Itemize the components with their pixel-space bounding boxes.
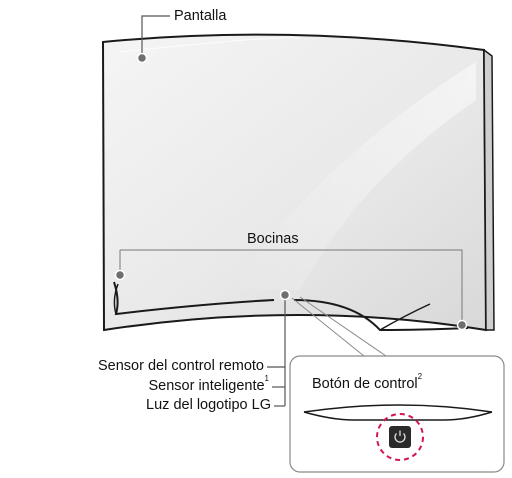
screen-label: Pantalla: [174, 8, 227, 24]
sensor-marker: [279, 289, 291, 301]
speaker-left-marker: [114, 269, 126, 281]
control-button-footnote: 2: [417, 372, 423, 382]
intelligent-sensor-footnote: 1: [264, 374, 269, 384]
logo-light-label: Luz del logotipo LG: [146, 397, 271, 413]
control-button-highlight: [376, 413, 424, 461]
tv-stand: [113, 281, 469, 332]
control-button-label: Botón de control2: [312, 372, 423, 392]
screen-marker: [136, 52, 148, 64]
remote-sensor-label: Sensor del control remoto: [97, 358, 264, 374]
power-icon: [394, 430, 406, 443]
control-button-callout: [289, 355, 505, 473]
sensor-leaders: [267, 296, 286, 407]
speaker-bracket: [119, 249, 463, 322]
callout-lines: [291, 296, 387, 357]
tv-screen: [101, 33, 495, 332]
power-button[interactable]: [389, 426, 411, 448]
speaker-right-marker: [456, 319, 468, 331]
intelligent-sensor-label: Sensor inteligente1: [148, 374, 269, 394]
screen-leader: [141, 15, 170, 58]
speakers-label: Bocinas: [247, 231, 299, 247]
